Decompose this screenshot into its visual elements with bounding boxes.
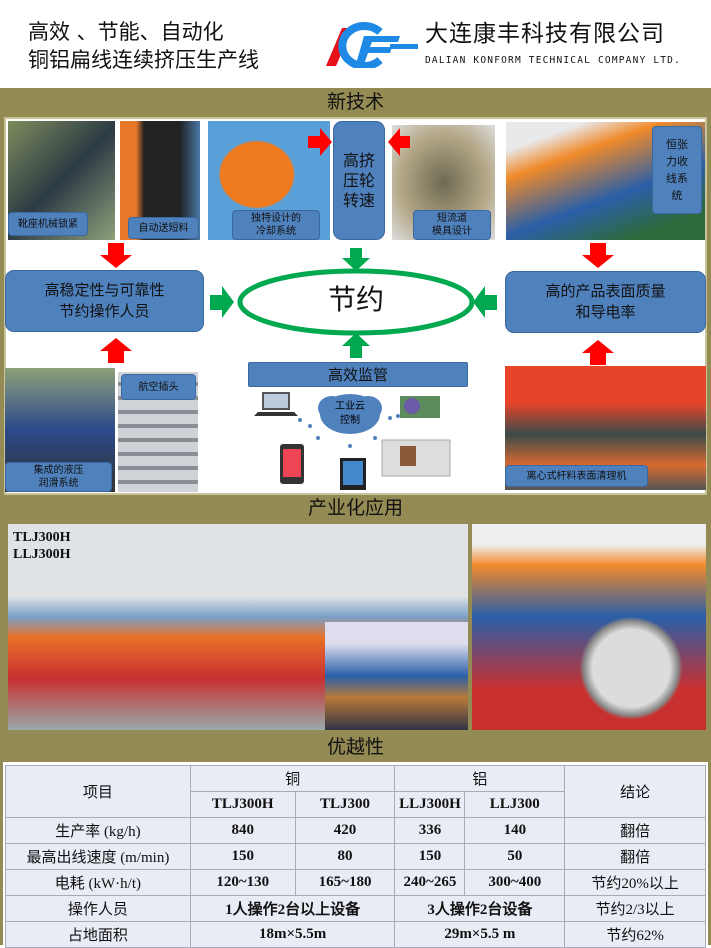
cell: 80 [294, 843, 396, 870]
row-label: 最高出线速度 (m/min) [5, 843, 191, 870]
green-arrow-right [210, 286, 234, 318]
cell: 240~265 [394, 869, 466, 896]
conclusion-cell: 节约20%以上 [564, 869, 706, 896]
row-label: 占地面积 [5, 921, 191, 948]
cloud-icon [318, 394, 382, 434]
cell: 840 [189, 817, 296, 844]
photo-copper-reel [325, 622, 468, 730]
label-cooling: 独特设计的冷却系统 [232, 210, 320, 240]
section-title-application: 产业化应用 [307, 497, 403, 519]
conclusion-cell: 节约62% [564, 921, 706, 948]
label-plug: 航空插头 [121, 374, 196, 400]
header-copper: 铜 [189, 765, 396, 792]
green-arrow-up [342, 333, 370, 358]
cloud-diagram [254, 392, 451, 490]
model-cell: TLJ300 [294, 791, 396, 818]
high-speed-box: 高挤压轮转速 [333, 121, 385, 240]
cell: 150 [394, 843, 466, 870]
quality-box: 高的产品表面质量和导电率 [505, 271, 706, 333]
cell: 3人操作2台设备 [394, 895, 566, 922]
red-arrow-down-left [100, 243, 132, 268]
label-auto-feed: 自动送短料 [128, 217, 199, 239]
cell: 336 [394, 817, 466, 844]
section-title-tech: 新技术 [326, 91, 384, 113]
header-item: 项目 [5, 765, 191, 818]
connection-dots [298, 414, 400, 448]
arrows-layer [100, 128, 614, 365]
extruder-icon [381, 439, 451, 477]
label-hydraulic: 集成的液压润滑系统 [5, 462, 112, 492]
section-title-advantage: 优越性 [326, 736, 384, 758]
conclusion-cell: 翻倍 [564, 843, 706, 870]
cell: 29m×5.5 m [394, 921, 566, 948]
table-header-row: 项目 铜 铝 结论 [5, 765, 706, 818]
cell: 165~180 [294, 869, 396, 896]
conclusion-cell: 节约2/3以上 [564, 895, 706, 922]
model-cell: LLJ300 [464, 791, 566, 818]
cell: 1人操作2台以上设备 [189, 895, 396, 922]
stability-box: 高稳定性与可靠性节约操作人员 [5, 270, 204, 332]
red-arrow-up-right [582, 340, 614, 365]
red-arrow-up-left [100, 338, 132, 363]
header-aluminum: 铝 [394, 765, 566, 792]
company-name-en: DALIAN KONFORM TECHNICAL COMPANY LTD. [425, 55, 682, 66]
company-name-cn: 大连康丰科技有限公司 [425, 21, 665, 47]
cloud-label: 工业云控制 [335, 401, 365, 426]
company-logo [326, 22, 418, 68]
cell: 120~130 [189, 869, 296, 896]
monitor-bar: 高效监管 [248, 362, 468, 387]
row-label: 电耗 (kW·h/t) [5, 869, 191, 896]
cell: 150 [189, 843, 296, 870]
red-arrow-down-right [582, 243, 614, 268]
green-arrow-left [473, 286, 497, 318]
phone-icon [280, 444, 304, 484]
row-label: 生产率 (kg/h) [5, 817, 191, 844]
savings-label: 节约 [327, 283, 384, 316]
label-boot-lock: 靴座机械锁紧 [8, 212, 88, 236]
label-tension: 恒张力收线系统 [652, 126, 702, 214]
machine-icon [400, 396, 440, 418]
savings-ellipse [237, 268, 475, 336]
header-conclusion: 结论 [564, 765, 706, 818]
model-cell: TLJ300H [189, 791, 296, 818]
red-arrow-right-1 [308, 128, 332, 156]
model-cell: LLJ300H [394, 791, 466, 818]
comparison-table: 项目 铜 铝 结论 TLJ300H TLJ300 LLJ300H LLJ300 … [5, 765, 706, 948]
red-arrow-left-1 [388, 128, 410, 156]
cell: 300~400 [464, 869, 566, 896]
photo-aluminum-reel [472, 524, 706, 730]
cell: 420 [294, 817, 396, 844]
laptop-icon [254, 392, 298, 416]
tablet-icon [340, 458, 366, 490]
cell: 18m×5.5m [189, 921, 396, 948]
poster-title: 高效 、节能、自动化 铜铝扁线连续挤压生产线 [28, 20, 259, 72]
cell: 140 [464, 817, 566, 844]
conclusion-cell: 翻倍 [564, 817, 706, 844]
cell: 50 [464, 843, 566, 870]
label-cleaner: 离心式杆料表面清理机 [505, 465, 648, 487]
table-model-row: TLJ300H TLJ300 LLJ300H LLJ300 [6, 791, 706, 818]
label-die: 短流道模具设计 [413, 210, 491, 240]
row-label: 操作人员 [5, 895, 191, 922]
green-arrow-down [342, 248, 370, 271]
